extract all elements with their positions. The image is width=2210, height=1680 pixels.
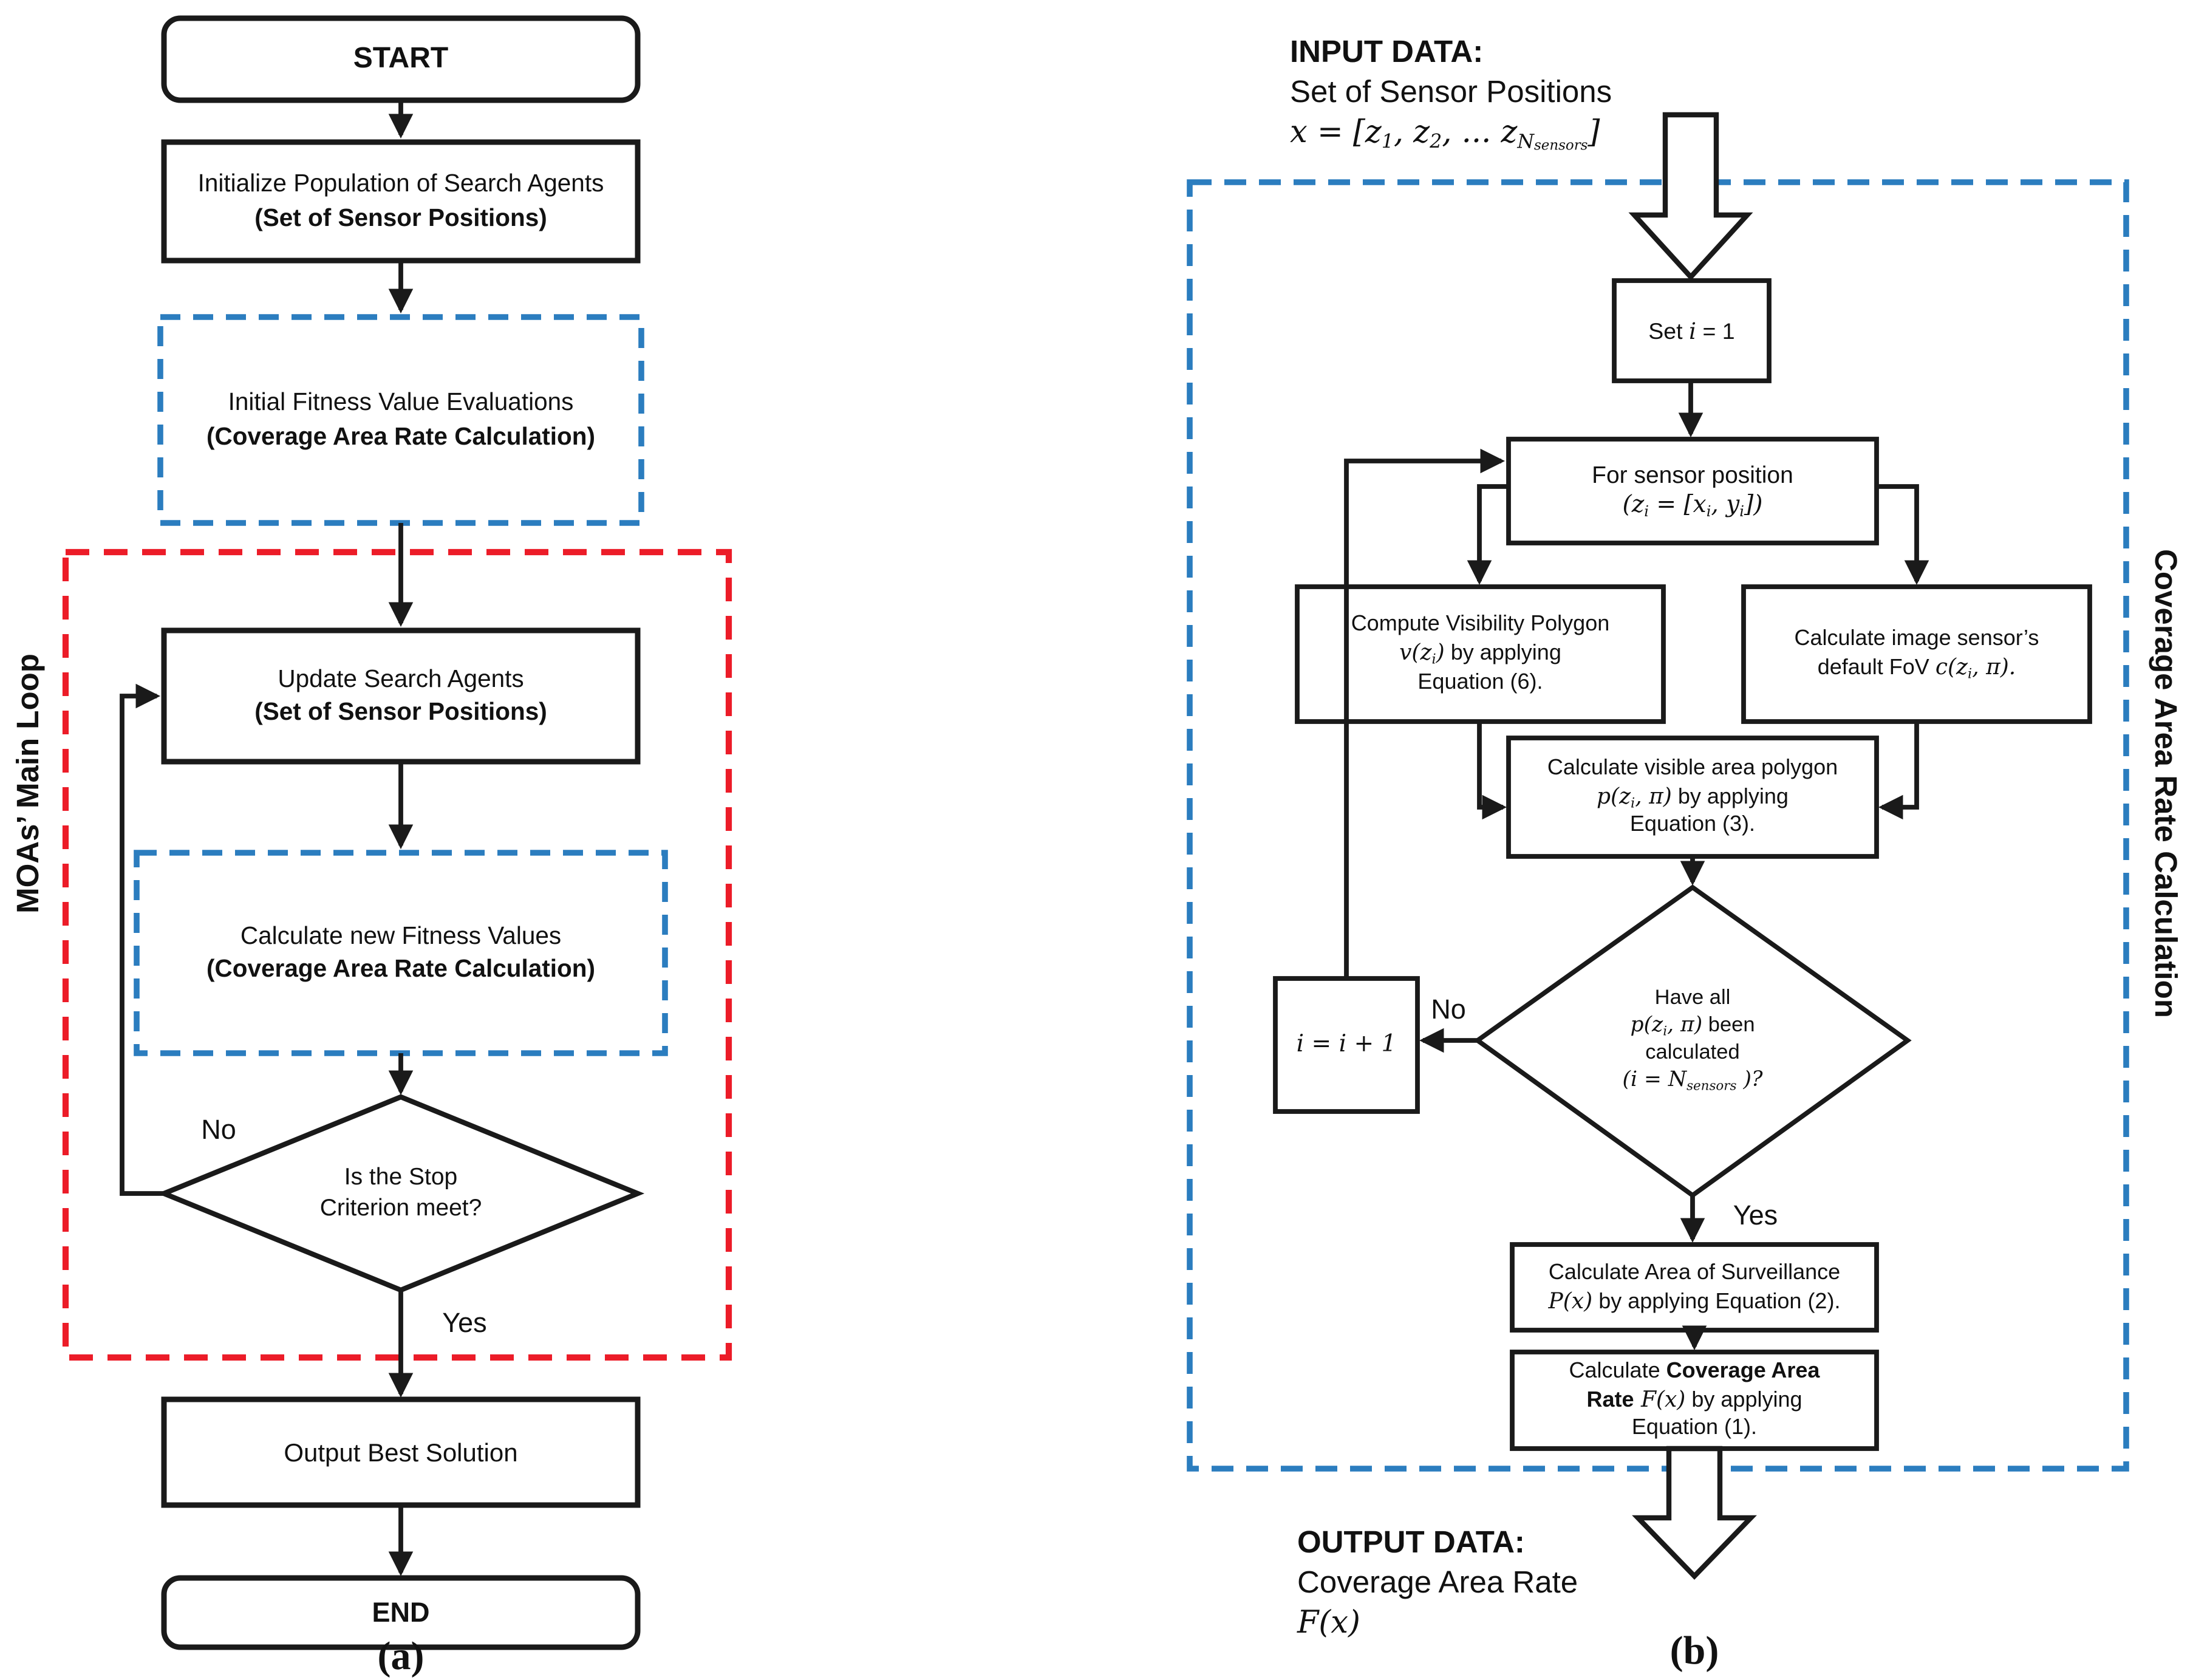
stop-criterion-label: Is the Stop Criterion meet? [319, 1163, 482, 1221]
coverage-rate-region-label: Coverage Area Rate Calculation [2148, 549, 2183, 1018]
loop-increment-connector [1344, 448, 1506, 978]
coverage-rate-region [1187, 179, 2129, 1472]
caption-b: (b) [1669, 1627, 1719, 1673]
coverage-rate-node [1510, 1350, 1879, 1451]
update-agents-label: Update Search Agents (Set of Sensor Posi… [254, 664, 547, 725]
new-fitness-label: Calculate new Fitness Values (Coverage A… [206, 921, 595, 982]
end-label: END [372, 1597, 430, 1628]
moa-main-loop-region [62, 548, 732, 1361]
default-fov-node [1741, 584, 2092, 724]
output-data-block: OUTPUT DATA: Coverage Area Rate F(x) [1297, 1523, 1578, 1644]
for-sensor-node [1506, 437, 1879, 545]
start-label: START [353, 43, 449, 74]
moa-main-loop-label: MOAs’ Main Loop [11, 654, 46, 913]
increment-i-node [1273, 976, 1420, 1114]
surveillance-area-node [1510, 1242, 1879, 1333]
default-fov-label: Calculate image sensor’s default FoV c(z… [1794, 625, 2039, 682]
loop-no-connector [120, 683, 164, 1196]
visible-area-node [1506, 736, 1879, 859]
init-population-label: Initialize Population of Search Agents (… [197, 169, 604, 231]
yes-label-a: Yes [442, 1307, 487, 1339]
fov-to-merge-connector [1878, 722, 1919, 820]
input-data-block: INPUT DATA: Set of Sensor Positions x = … [1290, 33, 1612, 157]
increment-i-label: i = i + 1 [1296, 1031, 1397, 1059]
visibility-to-merge-connector [1477, 722, 1507, 820]
end-node [161, 1575, 641, 1650]
input-data-big-arrow [1628, 112, 1753, 281]
init-population-node [161, 139, 641, 264]
caption-a: (a) [377, 1633, 425, 1678]
set-i-label: Set i = 1 [1648, 317, 1735, 344]
output-solution-label: Output Best Solution [284, 1438, 518, 1467]
for-sensor-label: For sensor position (zi = [xi, yi]) [1592, 460, 1793, 521]
all-calculated-label: Have all p(zi, π) been calculated (i = N… [1622, 986, 1763, 1094]
branch-right-connector [1877, 484, 1929, 586]
output-data-math: F(x) [1297, 1605, 1360, 1642]
surveillance-area-label: Calculate Area of Surveillance P(x) by a… [1548, 1258, 1841, 1313]
input-data-subtitle: Set of Sensor Positions [1290, 75, 1612, 110]
output-data-title: OUTPUT DATA: [1297, 1525, 1525, 1560]
no-label-a: No [201, 1114, 236, 1146]
yes-label-b: Yes [1733, 1200, 1778, 1231]
initial-fitness-label: Initial Fitness Value Evaluations (Cover… [206, 388, 595, 449]
branch-left-connector [1467, 484, 1509, 586]
set-i-node [1612, 278, 1772, 383]
no-label-b: No [1431, 994, 1466, 1025]
coverage-rate-label: Calculate Coverage Area Rate F(x) by app… [1569, 1357, 1820, 1440]
input-data-title: INPUT DATA: [1290, 35, 1484, 69]
output-data-subtitle: Coverage Area Rate [1297, 1565, 1578, 1600]
output-data-big-arrow [1632, 1446, 1757, 1580]
update-agents-node [161, 627, 641, 765]
visibility-polygon-label: Compute Visibility Polygon v(zi) by appl… [1351, 611, 1610, 694]
input-data-math: x = [z1, z2, ... zNsensors] [1290, 115, 1600, 154]
visible-area-label: Calculate visible area polygon p(zi, π) … [1547, 754, 1838, 838]
